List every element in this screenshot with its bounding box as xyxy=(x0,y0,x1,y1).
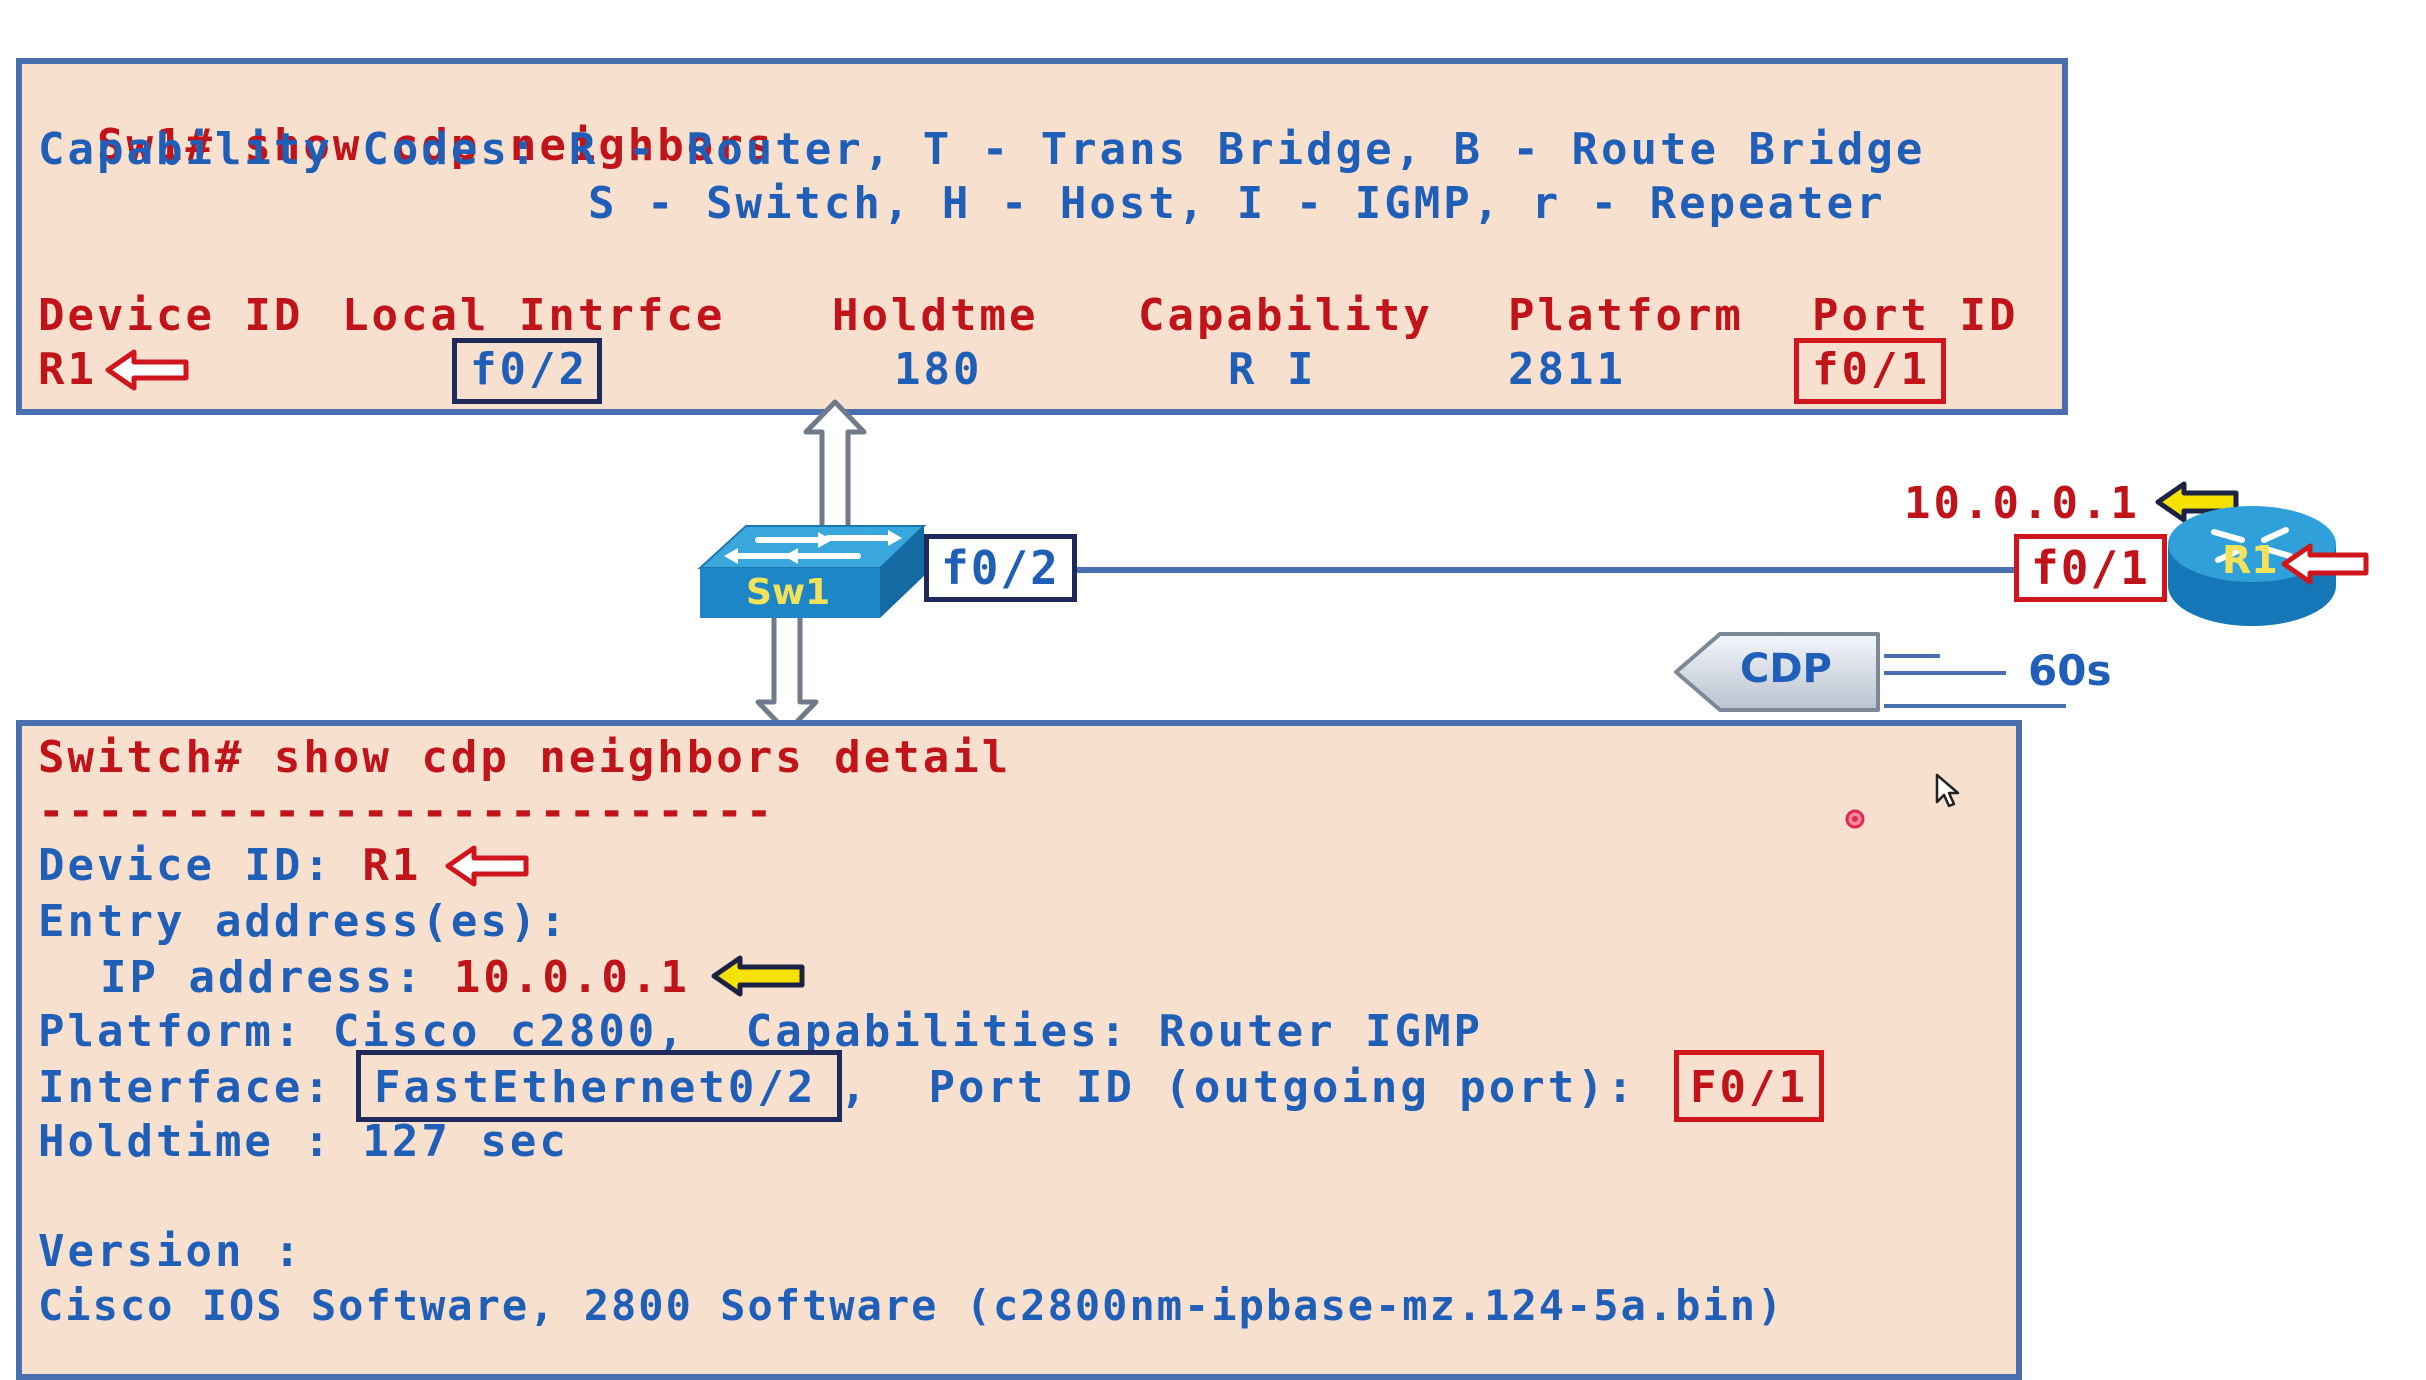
device-id-red-arrow-icon xyxy=(105,349,189,391)
device-id-value: R1 xyxy=(362,840,422,891)
cdp-packet-icon xyxy=(1674,632,1880,712)
router-red-arrow-icon xyxy=(2281,543,2369,585)
entry-address-line: Entry address(es): xyxy=(38,896,569,947)
port-id-detail-highlight-box xyxy=(1674,1050,1824,1122)
row-local-intrfce: f0/2 xyxy=(470,344,588,395)
header-platform: Platform xyxy=(1508,290,1744,341)
top-command: Sw1# show cdp neighbors xyxy=(96,120,776,171)
capability-codes-text-1: R - Router, T - Trans Bridge, B - Route … xyxy=(568,124,1926,175)
device-id-line: Device ID: R1 xyxy=(38,840,421,892)
holdtime-line: Holdtime : 127 sec xyxy=(38,1116,569,1167)
header-capability: Capability xyxy=(1138,290,1433,341)
local-intrfce-highlight-box xyxy=(452,338,602,404)
ip-address-line: IP address: 10.0.0.1 xyxy=(100,952,690,1004)
bottom-command: Switch# show cdp neighbors detail xyxy=(38,732,1012,783)
up-arrow-icon xyxy=(803,399,867,539)
switch-icon xyxy=(698,525,927,618)
row-device-id: R1 xyxy=(38,344,97,395)
port-id-value: F0/1 xyxy=(1690,1062,1808,1113)
bottom-command-line: Switch# show cdp neighbors detail xyxy=(38,732,1011,784)
interface-label: Interface: xyxy=(38,1062,333,1113)
platform-line: Platform: Cisco c2800, Capabilities: Rou… xyxy=(38,1006,1484,1057)
port-id-label: , Port ID (outgoing port): xyxy=(840,1062,1637,1113)
row-capability: R I xyxy=(1228,344,1317,395)
device-id-label: Device ID: xyxy=(38,840,333,891)
switch-port-label: f0/2 xyxy=(924,534,1077,602)
top-command-line: Sw1# Sw1# show cdp neighbors xyxy=(38,68,775,172)
row-port-id: f0/1 xyxy=(1812,344,1930,395)
cdp-motion-line xyxy=(1884,654,1940,658)
cdp-motion-line xyxy=(1884,704,2066,708)
ip-address-value: 10.0.0.1 xyxy=(453,952,690,1003)
cdp-motion-line xyxy=(1884,671,2006,675)
mouse-cursor-icon xyxy=(1935,773,1960,808)
header-device-id: Device ID xyxy=(38,290,304,341)
down-arrow-icon xyxy=(755,601,819,735)
row-platform: 2811 xyxy=(1508,344,1626,395)
show-cdp-neighbors-detail-panel xyxy=(16,720,2022,1380)
port-id-highlight-box xyxy=(1794,338,1946,404)
router-port-label: f0/1 xyxy=(2014,534,2167,602)
version-line: Version : xyxy=(38,1226,304,1277)
software-line: Cisco IOS Software, 2800 Software (c2800… xyxy=(38,1281,1785,1330)
row-holdtme: 180 xyxy=(894,344,983,395)
network-link-line xyxy=(1070,567,2018,573)
header-local-intrfce: Local Intrfce xyxy=(342,290,726,341)
laser-pointer-dot-icon xyxy=(1845,809,1865,829)
cdp-label: CDP xyxy=(1740,646,1832,692)
ip-address-yellow-arrow-icon xyxy=(711,955,805,997)
header-holdtme: Holdtme xyxy=(832,290,1039,341)
interface-highlight-box xyxy=(356,1050,842,1122)
separator-line: ------------------------- xyxy=(38,786,776,837)
router-label: R1 xyxy=(2222,538,2278,582)
header-port-id: Port ID xyxy=(1812,290,2019,341)
capability-codes-line1: Capability Codes: R - Router, T - Trans … xyxy=(38,124,1925,176)
cdp-interval-label: 60s xyxy=(2028,646,2112,695)
switch-label: Sw1 xyxy=(746,572,831,613)
interface-value: FastEthernet0/2 xyxy=(374,1062,817,1113)
capability-codes-line2: S - Switch, H - Host, I - IGMP, r - Repe… xyxy=(588,178,1886,229)
capability-codes-label: Capability Codes: xyxy=(38,124,540,175)
show-cdp-neighbors-panel xyxy=(16,58,2068,415)
detail-device-id-red-arrow-icon xyxy=(445,845,529,887)
router-ip-label: 10.0.0.1 xyxy=(1904,478,2140,529)
ip-address-label: IP address: xyxy=(100,952,425,1003)
